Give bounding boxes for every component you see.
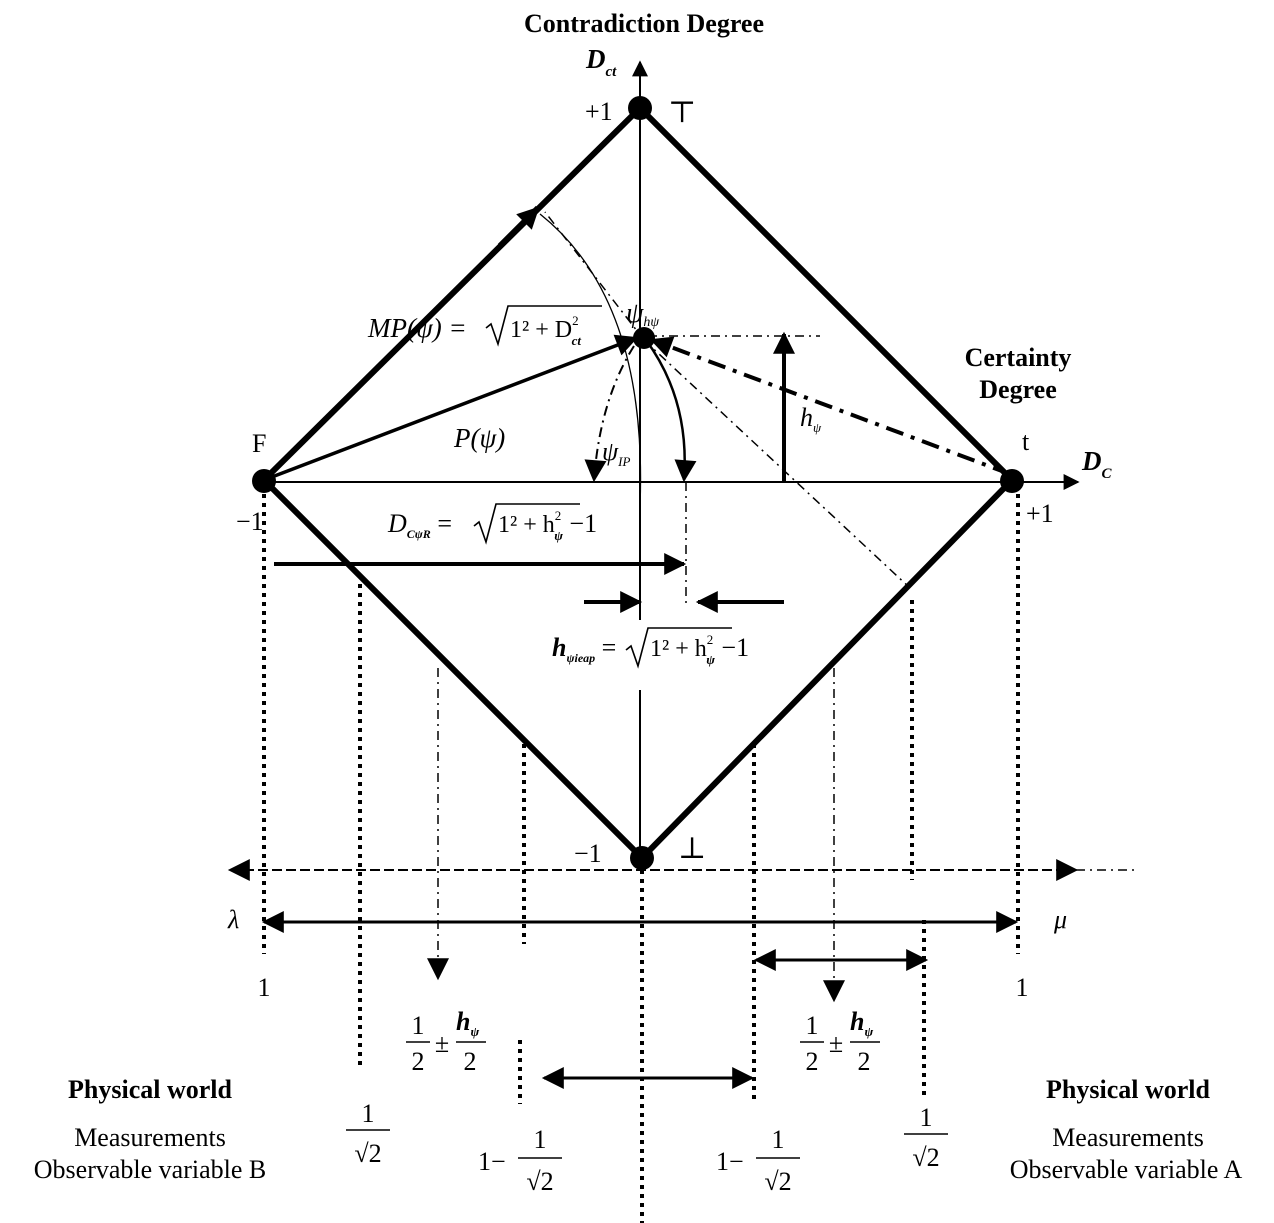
one-minus-left-den: √2 xyxy=(526,1167,553,1196)
mu-label: μ xyxy=(1053,905,1067,934)
hieap-radical-sign xyxy=(625,627,732,669)
edge-top-t xyxy=(637,105,1015,483)
dcr-radical-sign xyxy=(473,503,580,545)
edge-arrow-mark xyxy=(497,205,541,249)
physical-world-left-title: Physical world xyxy=(68,1075,232,1104)
inv-sqrt2-right-den: √2 xyxy=(912,1143,939,1172)
h-den-right: 2 xyxy=(858,1047,871,1076)
bottom-symbol: ⊥ xyxy=(678,832,706,865)
t-value: +1 xyxy=(1026,499,1054,528)
psi-to-t-dashdot-bold xyxy=(649,336,1011,476)
projections xyxy=(262,494,1020,1223)
vectors xyxy=(263,211,1011,613)
dc-axis-label: DC xyxy=(1081,446,1113,482)
one-minus-inv-sqrt2-left: 1− 1 √2 xyxy=(478,1125,562,1196)
one-minus-right-num: 1 xyxy=(772,1125,785,1154)
point-psi xyxy=(633,327,655,349)
physical-world-right-line1: Measurements xyxy=(1052,1123,1204,1152)
arc-thin-rotation xyxy=(539,213,642,507)
inv-sqrt2-left-num: 1 xyxy=(362,1099,375,1128)
one-minus-left: 1− xyxy=(478,1147,506,1176)
scale-right-one: 1 xyxy=(1016,973,1029,1002)
inv-sqrt2-left-den: √2 xyxy=(354,1139,381,1168)
p-psi-vector xyxy=(263,334,639,482)
half-pm-hpsi-left: 1 2 ± hψ 2 xyxy=(406,1007,486,1076)
physical-world-left-line2: Observable variable B xyxy=(34,1155,266,1184)
scale-left-one: 1 xyxy=(258,973,271,1002)
mp-lhs: MP(ψ) = xyxy=(367,313,467,343)
one-minus-right-den: √2 xyxy=(764,1167,791,1196)
bottom-value-label: −1 xyxy=(574,839,602,868)
mp-radical-sign xyxy=(485,305,602,347)
half-den-left: 2 xyxy=(412,1047,425,1076)
half-den-right: 2 xyxy=(806,1047,819,1076)
inv-sqrt2-right-num: 1 xyxy=(920,1103,933,1132)
physical-world-right-title: Physical world xyxy=(1046,1075,1210,1104)
dct-axis-label: Dct xyxy=(585,44,617,80)
lambda-mu-axis xyxy=(227,859,1136,1089)
pm-left: ± xyxy=(435,1029,449,1058)
edge-f-top xyxy=(261,105,643,483)
axes xyxy=(264,60,1080,858)
physical-world-left-line1: Measurements xyxy=(74,1123,226,1152)
certainty-degree-title-1: Certainty xyxy=(965,343,1072,372)
top-value-label: +1 xyxy=(585,97,613,126)
h-psi-label: hψ xyxy=(800,403,822,435)
inv-sqrt2-right: 1 √2 xyxy=(904,1103,948,1172)
edge-bottom-f xyxy=(261,477,645,861)
certainty-degree-title-2: Degree xyxy=(979,375,1056,404)
one-minus-right: 1− xyxy=(716,1147,744,1176)
one-minus-inv-sqrt2-right: 1− 1 √2 xyxy=(716,1125,800,1196)
vertex-top xyxy=(628,96,652,120)
psi-label: ψhψ xyxy=(626,298,659,330)
one-minus-left-num: 1 xyxy=(534,1125,547,1154)
arc-dashdot-psi-ip xyxy=(584,345,635,483)
arc-bold-to-axis xyxy=(644,339,697,483)
f-label: F xyxy=(252,429,266,458)
half-num-right: 1 xyxy=(806,1011,819,1040)
vertex-t xyxy=(1000,469,1024,493)
contradiction-degree-title: Contradiction Degree xyxy=(524,9,764,38)
vertex-f xyxy=(252,469,276,493)
half-num-left: 1 xyxy=(412,1011,425,1040)
h-num-left: hψ xyxy=(456,1007,479,1039)
top-symbol: ⊤ xyxy=(668,96,696,129)
psi-ip-label: ψIP xyxy=(602,437,630,469)
physical-world-right-line2: Observable variable A xyxy=(1010,1155,1243,1184)
lattice-diamond xyxy=(261,105,1015,861)
edge-t-bottom xyxy=(639,477,1015,861)
pm-right: ± xyxy=(829,1029,843,1058)
inv-sqrt2-left: 1 √2 xyxy=(346,1099,390,1168)
f-value: −1 xyxy=(236,507,264,536)
lambda-label: λ xyxy=(227,905,239,934)
hieap-lhs: hψieap = xyxy=(552,633,616,665)
half-pm-hpsi-right: 1 2 ± hψ 2 xyxy=(800,1007,880,1076)
t-label: t xyxy=(1022,427,1030,456)
dcr-lhs: DCψR = xyxy=(387,509,452,541)
dashdot-projections xyxy=(427,668,845,1003)
p-psi-label: P(ψ) xyxy=(453,423,505,453)
h-num-right: hψ xyxy=(850,1007,873,1039)
vertex-bottom xyxy=(630,846,654,870)
h-den-left: 2 xyxy=(464,1047,477,1076)
